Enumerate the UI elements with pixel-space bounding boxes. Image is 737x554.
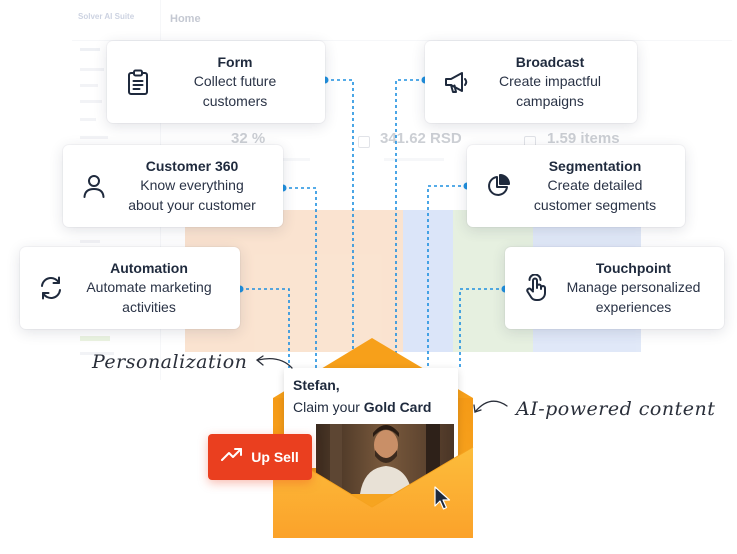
tap-hand-icon [519, 271, 553, 305]
refresh-icon [34, 271, 68, 305]
message-line-bold: Gold Card [363, 399, 432, 415]
touchpoint-card-desc-1: Manage personalized [566, 279, 701, 295]
touchpoint-card-desc-2: experiences [595, 299, 672, 315]
customer360-card-title: Customer 360 [145, 158, 239, 174]
broadcast-card-desc-1: Create impactful [499, 73, 601, 89]
automation-card[interactable]: Automation Automate marketing activities [20, 247, 240, 329]
touchpoint-card[interactable]: Touchpoint Manage personalized experienc… [505, 247, 724, 329]
segmentation-card-desc-2: customer segments [533, 197, 657, 213]
stat-items: 1.59 items [547, 130, 620, 147]
form-card-desc-2: customers [202, 93, 268, 109]
customer360-card-desc-1: Know everything [140, 177, 244, 193]
customer360-card[interactable]: Customer 360 Know everything about your … [63, 145, 283, 227]
segmentation-card[interactable]: Segmentation Create detailed customer se… [467, 145, 685, 227]
message-line: Claim your Gold Card [293, 399, 431, 415]
user-icon [77, 169, 111, 203]
message-line-prefix: Claim your [293, 399, 364, 415]
app-brand: Solver AI Suite [78, 12, 135, 21]
customer360-card-desc-2: about your customer [128, 197, 256, 213]
annotation-personalization: Personalization [92, 351, 248, 373]
segmentation-card-title: Segmentation [548, 158, 642, 174]
page-title: Home [170, 13, 201, 25]
automation-card-desc-1: Automate marketing [86, 279, 212, 295]
megaphone-icon [439, 65, 473, 99]
annotation-ai-content: AI-powered content [516, 398, 716, 420]
stat-conversion: 32 % [231, 130, 266, 147]
trending-up-icon [221, 447, 243, 468]
upsell-label: Up Sell [251, 449, 299, 465]
touchpoint-card-title: Touchpoint [595, 260, 672, 276]
automation-card-title: Automation [110, 260, 188, 276]
form-card-desc-1: Collect future [193, 73, 277, 89]
segmentation-card-desc-1: Create detailed [547, 177, 643, 193]
message-greeting: Stefan, [293, 377, 340, 393]
form-card-title: Form [217, 54, 253, 70]
automation-card-desc-2: activities [122, 299, 176, 315]
broadcast-card-title: Broadcast [515, 54, 585, 70]
pie-chart-icon [481, 169, 515, 203]
broadcast-card[interactable]: Broadcast Create impactful campaigns [425, 41, 637, 123]
clipboard-icon [121, 65, 155, 99]
broadcast-card-desc-2: campaigns [516, 93, 584, 109]
mouse-cursor-icon [434, 486, 451, 510]
form-card[interactable]: Form Collect future customers [107, 41, 325, 123]
stat-revenue: 341.62 RSD [380, 130, 462, 147]
upsell-badge[interactable]: Up Sell [208, 434, 312, 480]
